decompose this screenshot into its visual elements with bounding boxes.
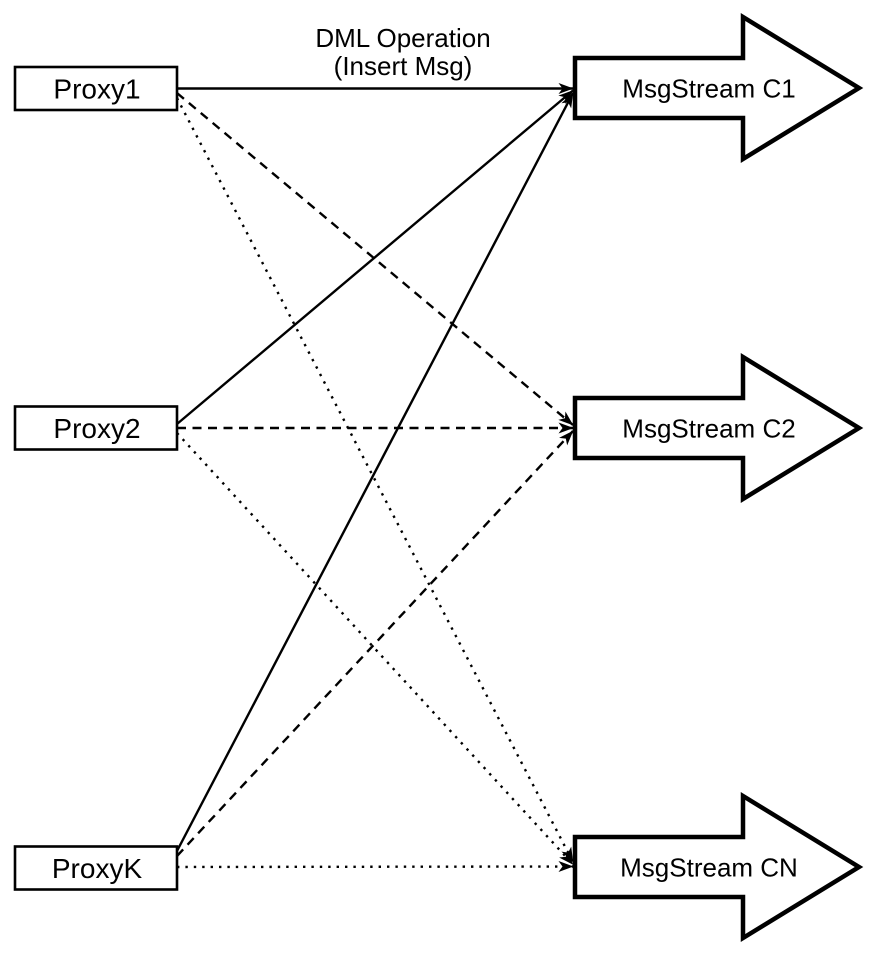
- msgstream-c1-node: MsgStream C1: [572, 12, 864, 164]
- proxy1-label: Proxy1: [53, 74, 140, 105]
- msgstream-cn-label: MsgStream CN: [620, 853, 798, 883]
- connection-proxy1-c2-dashed: [176, 92, 574, 426]
- msgstream-c1-arrow-shape: [572, 12, 864, 164]
- connection-proxyk-c2-dashed: [176, 430, 574, 857]
- msgstream-c2-label: MsgStream C2: [622, 414, 795, 444]
- msgstream-c1-label: MsgStream C1: [622, 74, 795, 104]
- connection-proxy2-cn-dotted: [176, 432, 574, 866]
- connection-proxyk-c1-solid: [175, 92, 575, 852]
- proxy2-node: Proxy2: [13, 405, 179, 451]
- proxy2-label: Proxy2: [53, 413, 140, 444]
- proxy1-box: [13, 65, 179, 112]
- msgstream-c2-arrow-shape: [572, 352, 864, 504]
- connection-proxyk-cn-dotted: [176, 861, 574, 873]
- proxy2-box: [13, 405, 179, 451]
- connection-proxy1-cn-dotted: [175, 97, 575, 863]
- dml-operation-label-line1: DML Operation: [315, 23, 490, 53]
- proxy1-node: Proxy1: [13, 65, 179, 112]
- connection-proxy2-c1-solid: [176, 89, 574, 425]
- proxyk-box: [13, 845, 179, 891]
- msgstream-cn-node: MsgStream CN: [572, 791, 864, 943]
- proxyk-node: ProxyK: [13, 845, 179, 891]
- msgstream-cn-arrow-shape: [572, 791, 864, 943]
- msgstream-c2-node: MsgStream C2: [572, 352, 864, 504]
- proxyk-label: ProxyK: [52, 853, 143, 884]
- dml-operation-label-line2: (Insert Msg): [334, 51, 473, 81]
